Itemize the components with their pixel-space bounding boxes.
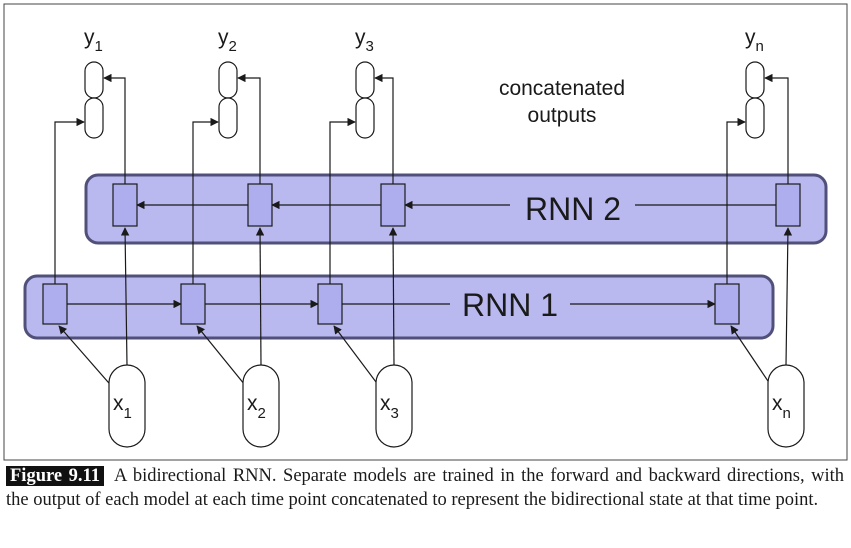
rnn2-cell	[775, 183, 801, 227]
rnn1-cell	[317, 283, 343, 325]
input-pill	[242, 364, 280, 448]
output-pill-forward	[84, 97, 104, 139]
rnn2-cell	[112, 183, 138, 227]
rnn1-cell	[42, 283, 68, 325]
rnn2-to-output-arrow	[103, 73, 126, 184]
rnn1-label: RNN 1	[462, 287, 558, 323]
rnn1-cell	[714, 283, 740, 325]
rnn1-to-output-arrow	[54, 117, 85, 284]
rnn2-to-output-arrow	[374, 73, 394, 184]
input-to-rnn1-arrow	[730, 325, 775, 391]
output-pill-backward	[84, 61, 104, 99]
output-pill-forward	[745, 97, 765, 139]
output-label: y3	[355, 26, 374, 55]
rnn1-to-output-arrow	[329, 117, 356, 284]
concat-label-line2: outputs	[528, 104, 597, 127]
rnn2-band	[84, 173, 828, 245]
output-pill-backward	[745, 61, 765, 99]
input-to-rnn2-arrow	[255, 227, 265, 366]
input-label: x1	[113, 392, 132, 422]
input-pill	[375, 364, 413, 448]
caption-text: A bidirectional RNN. Separate models are…	[6, 466, 845, 510]
output-pill-backward	[218, 61, 238, 99]
output-pill-forward	[355, 97, 375, 139]
output-pill-forward	[218, 97, 238, 139]
rnn2-cell	[247, 183, 273, 227]
rnn1-to-output-arrow	[726, 117, 746, 284]
rnn2-to-output-arrow	[237, 73, 261, 184]
input-to-rnn1-arrow	[58, 325, 116, 391]
input-to-rnn2-arrow	[388, 227, 398, 366]
output-pill-backward	[355, 61, 375, 99]
figure-frame	[3, 3, 848, 461]
rnn2-to-output-arrow	[764, 73, 789, 184]
input-pill	[767, 364, 805, 448]
input-to-rnn1-arrow	[333, 325, 383, 391]
rnn2-label: RNN 2	[525, 191, 621, 227]
rnn2-cell	[380, 183, 406, 227]
input-to-rnn2-arrow	[783, 227, 793, 366]
output-label: y2	[218, 26, 237, 55]
rnn1-cell	[180, 283, 206, 325]
output-label: y1	[84, 26, 103, 55]
input-label: x3	[380, 392, 399, 422]
rnn1-band	[23, 274, 775, 340]
input-to-rnn1-arrow	[196, 325, 250, 391]
output-label: yn	[745, 26, 764, 55]
input-pill	[108, 364, 146, 448]
figure-number: Figure 9.11	[6, 466, 104, 486]
input-to-rnn2-arrow	[120, 227, 130, 366]
concat-label-line1: concatenated	[499, 77, 625, 100]
input-label: x2	[247, 392, 266, 422]
rnn1-to-output-arrow	[192, 117, 219, 284]
input-label: xn	[772, 392, 791, 422]
